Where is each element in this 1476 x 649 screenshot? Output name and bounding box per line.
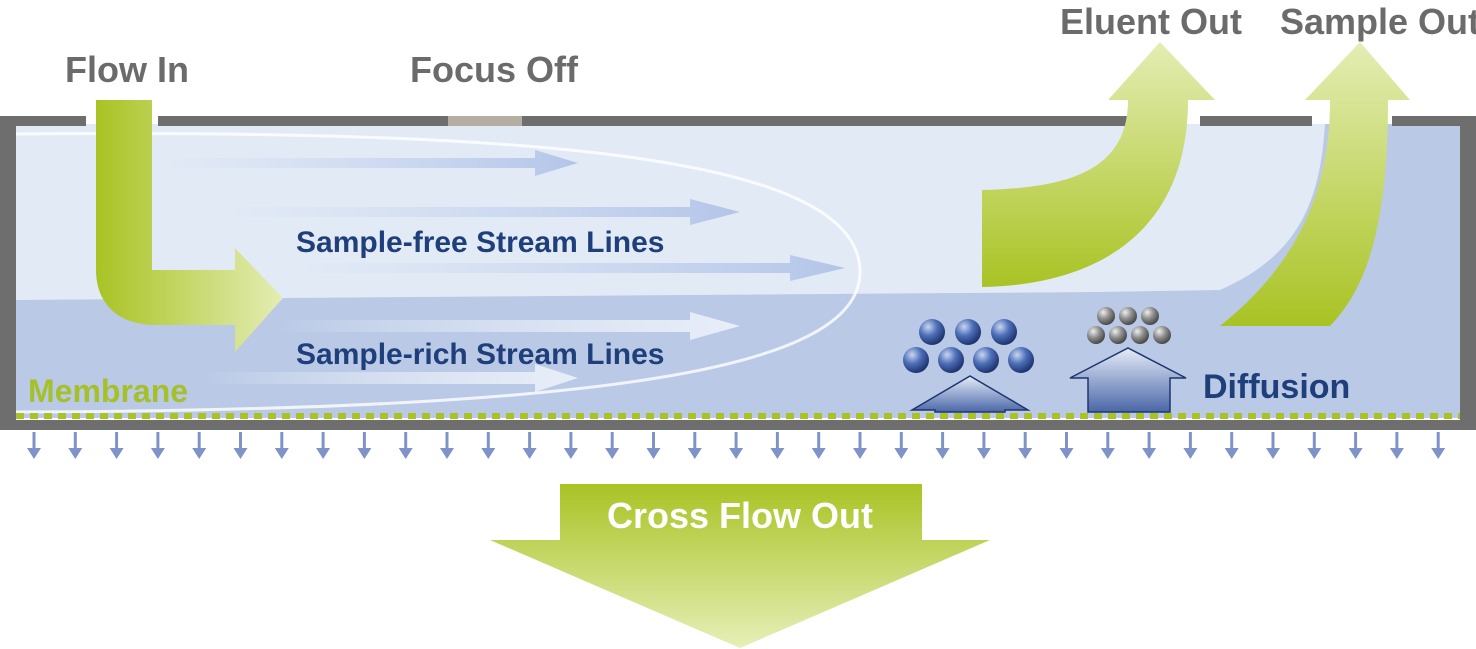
cross-flow-arrow-head [481,448,496,459]
cross-flow-arrow-head [1224,448,1239,459]
cross-flow-arrow-head [316,448,331,459]
cross-flow-arrow-head [398,448,413,459]
cross-flow-arrow-head [1389,448,1404,459]
particle [1119,307,1137,325]
cross-flow-arrow-head [150,448,165,459]
sample-out-arrow [1220,42,1410,326]
diffusion-label: Diffusion [1203,368,1350,406]
cross-flow-out-arrow [490,484,990,648]
stream-arrow [220,199,740,225]
cross-flow-arrow-head [1431,448,1446,459]
particle [938,347,964,373]
cross-flow-arrow-head [853,448,867,459]
flow-in-arrow [96,100,283,352]
cross-flow-arrow-head [935,448,950,459]
stream-arrow [270,312,740,340]
sample-rich-label: Sample-rich Stream Lines [296,338,664,371]
cross-flow-arrow-head [1307,448,1322,459]
focus-port [448,116,522,126]
cross-flow-arrow-head [68,448,83,459]
cross-flow-arrow-head [1266,448,1280,459]
cross-flow-arrow-head [1100,448,1115,459]
sample-free-label: Sample-free Stream Lines [296,226,664,259]
sample-rich-stream-arrows [200,312,740,392]
cross-flow-arrow-head [522,448,537,459]
flow-in-label: Flow In [65,49,189,90]
cross-flow-arrow-head [605,448,620,459]
cross-flow-arrow-head [729,448,744,459]
cross-flow-arrow-head [233,448,248,459]
cross-flow-arrow-head [563,448,578,459]
eluent-out-label: Eluent Out [1060,1,1242,42]
gray-particles [1087,307,1171,344]
sample-out-label: Sample Out [1280,1,1476,42]
cross-flow-out-label: Cross Flow Out [607,495,873,536]
cross-flow-arrow-head [1018,448,1033,459]
cross-flow-arrow-head [274,448,289,459]
channel-walls [0,116,1476,430]
diffusion-arrow-blue-particles [909,375,1031,413]
particle [1141,307,1159,325]
sample-free-stream-arrows [160,150,845,281]
focus-off-label: Focus Off [410,49,579,90]
particle [1109,326,1127,344]
cross-flow-arrow-head [811,448,826,459]
eluent-out-arrow [982,42,1215,287]
flow-boundary-curve [15,132,862,414]
particle [1008,347,1034,373]
blue-particles [903,319,1034,373]
cross-flow-arrow-head [770,448,785,459]
particle [991,319,1017,345]
particle [955,319,981,345]
cross-flow-arrow-head [976,448,991,459]
cross-flow-arrow-head [1142,448,1157,459]
cross-flow-arrow-head [440,448,454,459]
cross-flow-arrow-head [646,448,661,459]
stream-arrow [290,255,845,281]
cross-flow-arrow-head [894,448,909,459]
cross-flow-arrow-head [192,448,207,459]
stream-arrow [160,150,578,176]
membrane-label: Membrane [28,373,188,409]
particle [1153,326,1171,344]
cross-flow-arrow-head [357,448,372,459]
particle [973,347,999,373]
cross-flow-arrow-head [109,448,124,459]
cross-flow-arrow-head [1348,448,1363,459]
cross-flow-arrow-head [27,448,41,459]
cross-flow-arrow-head [1183,448,1198,459]
stream-arrow [200,364,578,392]
cross-flow-small-arrows [27,432,1446,459]
cross-flow-arrow-head [1059,448,1074,459]
cross-flow-arrow-head [687,448,702,459]
particle [1087,326,1105,344]
particle [1097,307,1115,325]
particle [1131,326,1149,344]
particle [919,319,945,345]
particle [903,347,929,373]
diffusion-arrow-gray-particles [1069,347,1187,413]
